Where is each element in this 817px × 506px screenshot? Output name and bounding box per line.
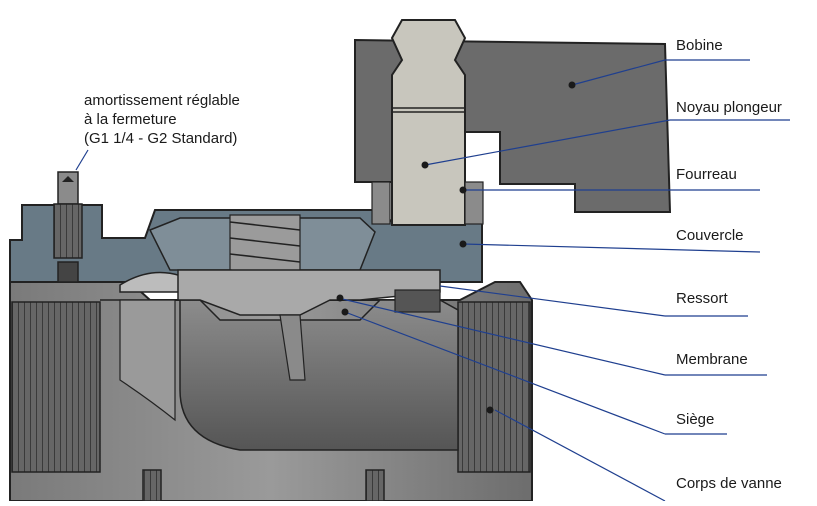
label-ressort: Ressort [676, 290, 728, 307]
label-bobine: Bobine [676, 37, 723, 54]
label-siege: Siège [676, 411, 715, 428]
annotation-line-3: (G1 1/4 - G2 Standard) [84, 130, 238, 147]
label-noyau-plongeur: Noyau plongeur [676, 99, 782, 116]
leader-lines [75, 59, 790, 502]
annotation-line-2: à la fermeture [84, 111, 177, 128]
pointer-dots [336, 81, 576, 414]
valve-body-shape [9, 281, 533, 502]
label-fourreau: Fourreau [676, 166, 737, 183]
core-shape [371, 19, 484, 226]
label-membrane: Membrane [676, 351, 748, 368]
label-corps-de-vanne: Corps de vanne [676, 475, 782, 492]
spring-membrane-shape [119, 214, 441, 381]
damping-adjuster-shape [53, 171, 83, 283]
annotation-line-1: amortissement réglable [84, 92, 240, 109]
label-couvercle: Couvercle [676, 227, 744, 244]
